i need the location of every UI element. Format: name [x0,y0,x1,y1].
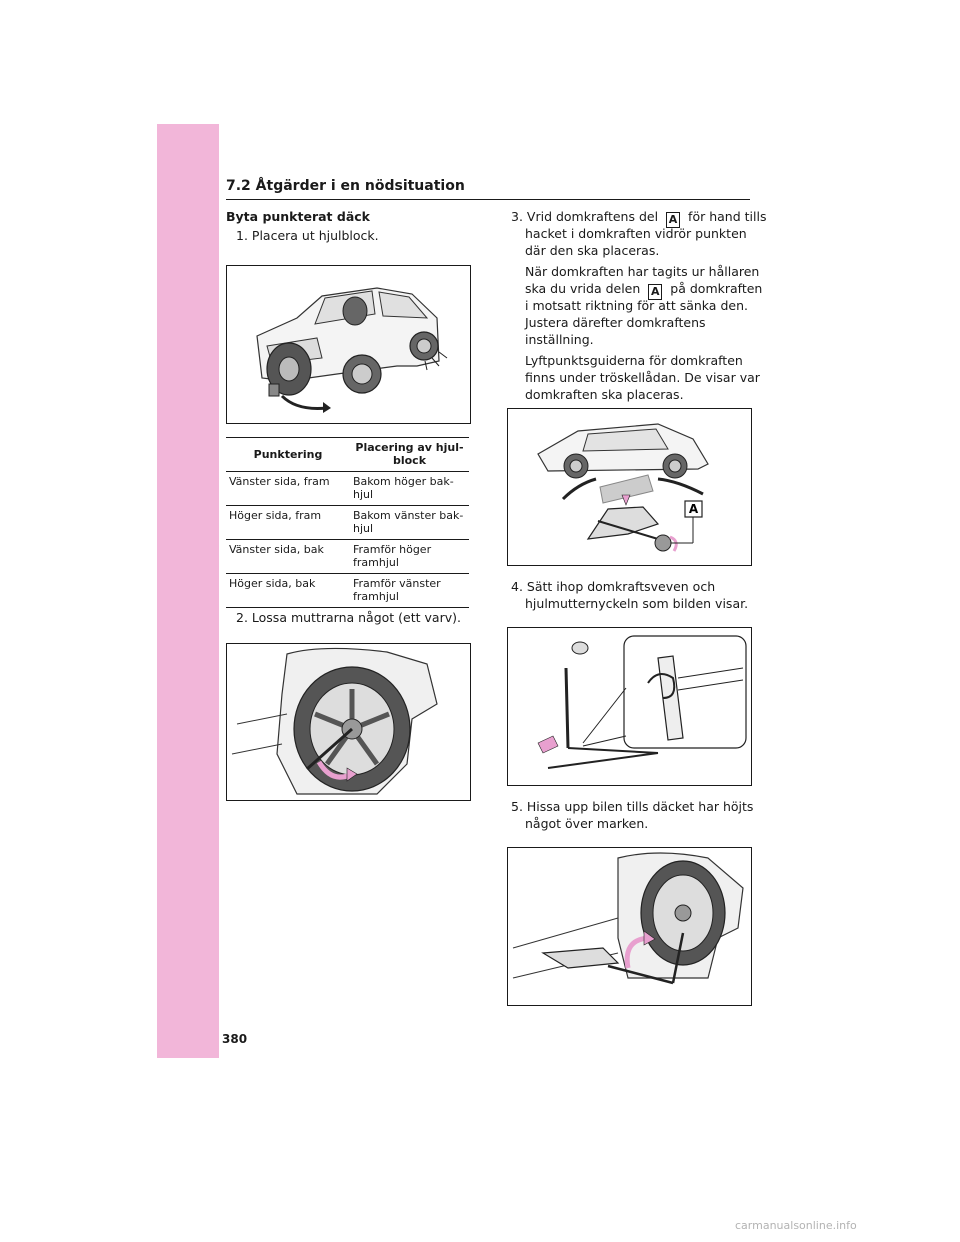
table-header: Punktering [226,437,350,472]
figure-jack-points: A [507,408,752,566]
para-1-line-4: Justera därefter domkraftens [525,315,706,330]
table-cell: Vänster sida, bak [226,539,350,574]
callout-a-label: A [689,502,699,516]
step-3-text: för hand tills [688,209,767,224]
table-row: Höger sida, bak Framför vänster framhjul [226,573,469,608]
figure-assemble-handle [507,627,752,786]
step-5-line-2: något över marken. [525,816,649,831]
para-2-line-1: Lyftpunktsguiderna för domkraften [525,353,743,368]
figure-wheel-chocks [226,265,471,424]
para-2-line-2: finns under tröskellådan. De visar var [525,370,760,385]
figure-loosen-nuts [226,643,471,801]
wheel-chock-table: Punktering Placering av hjul-block Vänst… [226,437,469,608]
table-row: Höger sida, fram Bakom vänster bak-hjul [226,505,469,540]
chapter-sidebar [157,124,219,1058]
para-1-line-1: När domkraften har tagits ur hållaren [525,264,760,279]
page-heading: Byta punkterat däck [226,209,370,224]
step-2: 2. Lossa muttrarna något (ett varv). [236,610,461,625]
part-a-label: A [648,284,663,300]
step-1: 1. Placera ut hjulblock. [236,228,379,243]
section-title: 7.2 Åtgärder i en nödsituation [226,178,465,194]
table-row: Vänster sida, fram Bakom höger bak-hjul [226,471,469,506]
step-4-line-2: hjulmutternyckeln som bilden visar. [525,596,749,611]
para-2-line-3: domkraften ska placeras. [525,387,684,402]
section-divider [226,199,750,200]
figure-raise-vehicle [507,847,752,1006]
para-1-line-3: i motsatt riktning för att sänka den. [525,298,748,313]
step-3-line-2: hacket i domkraften vidrör punkten [525,226,747,241]
table-cell: Framför höger framhjul [350,539,469,574]
table-cell: Framför vänster framhjul [350,573,469,608]
table-header: Placering av hjul-block [350,437,469,472]
step-4-line-1: 4. Sätt ihop domkraftsveven och [511,579,716,594]
table-cell: Bakom höger bak-hjul [350,471,469,506]
table-cell: Bakom vänster bak-hjul [350,505,469,540]
para-1-text: på domkraften [670,281,763,296]
table-cell: Höger sida, bak [226,573,350,608]
table-row: Vänster sida, bak Framför höger framhjul [226,539,469,574]
table-cell: Höger sida, fram [226,505,350,540]
page-number: 380 [222,1032,248,1046]
part-a-label: A [666,212,681,228]
step-5-line-1: 5. Hissa upp bilen tills däcket har höjt… [511,799,754,814]
step-3-text: 3. Vrid domkraftens del [511,209,659,224]
para-1-text: ska du vrida delen [525,281,641,296]
table-cell: Vänster sida, fram [226,471,350,506]
para-1-line-5: inställning. [525,332,594,347]
step-3-line-3: där den ska placeras. [525,243,660,258]
watermark: carmanualsonline.info [735,1219,857,1232]
